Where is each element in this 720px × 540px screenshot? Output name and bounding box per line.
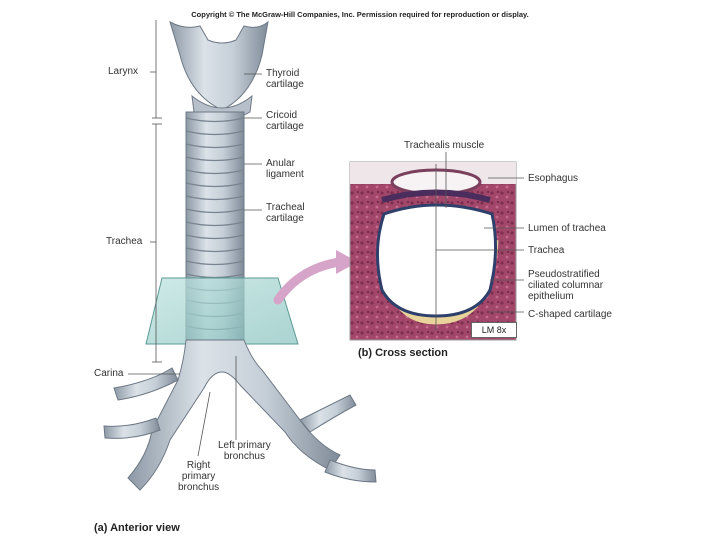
tracheal-ring — [185, 208, 245, 214]
tracheal-ring — [185, 221, 245, 227]
tracheal-ring — [185, 182, 245, 188]
tracheal-ring — [185, 130, 245, 136]
section-plane — [145, 277, 299, 345]
caption-cross-section: (b) Cross section — [358, 347, 448, 359]
tracheal-ring — [185, 234, 245, 240]
pointer-arrow — [273, 257, 345, 305]
label-trachea-right: Trachea — [528, 245, 565, 256]
tracheal-ring — [185, 247, 245, 253]
copyright-notice: Copyright © The McGraw-Hill Companies, I… — [191, 10, 529, 19]
label-trachealis-muscle: Trachealis muscle — [404, 140, 485, 151]
caption-anterior-view: (a) Anterior view — [94, 522, 180, 534]
leader-lines — [128, 20, 524, 457]
label-carina: Carina — [94, 368, 124, 379]
bronchi — [103, 339, 377, 491]
tracheal-ring — [185, 143, 245, 149]
label-esophagus: Esophagus — [528, 173, 579, 184]
label-larynx: Larynx — [108, 66, 139, 77]
tracheal-ring — [185, 260, 245, 266]
tracheal-ring — [185, 156, 245, 162]
label-trachea-left: Trachea — [106, 236, 143, 247]
label-c-shaped-cartilage: C-shaped cartilage — [528, 309, 612, 320]
tracheal-ring — [185, 169, 245, 175]
label-lumen-of-trachea: Lumen of trachea — [528, 223, 606, 234]
cross-section-micrograph — [349, 161, 517, 341]
larynx-shape — [169, 20, 269, 121]
magnification-badge: LM 8x — [471, 322, 517, 338]
tracheal-ring — [185, 195, 245, 201]
tracheal-ring — [185, 117, 245, 123]
